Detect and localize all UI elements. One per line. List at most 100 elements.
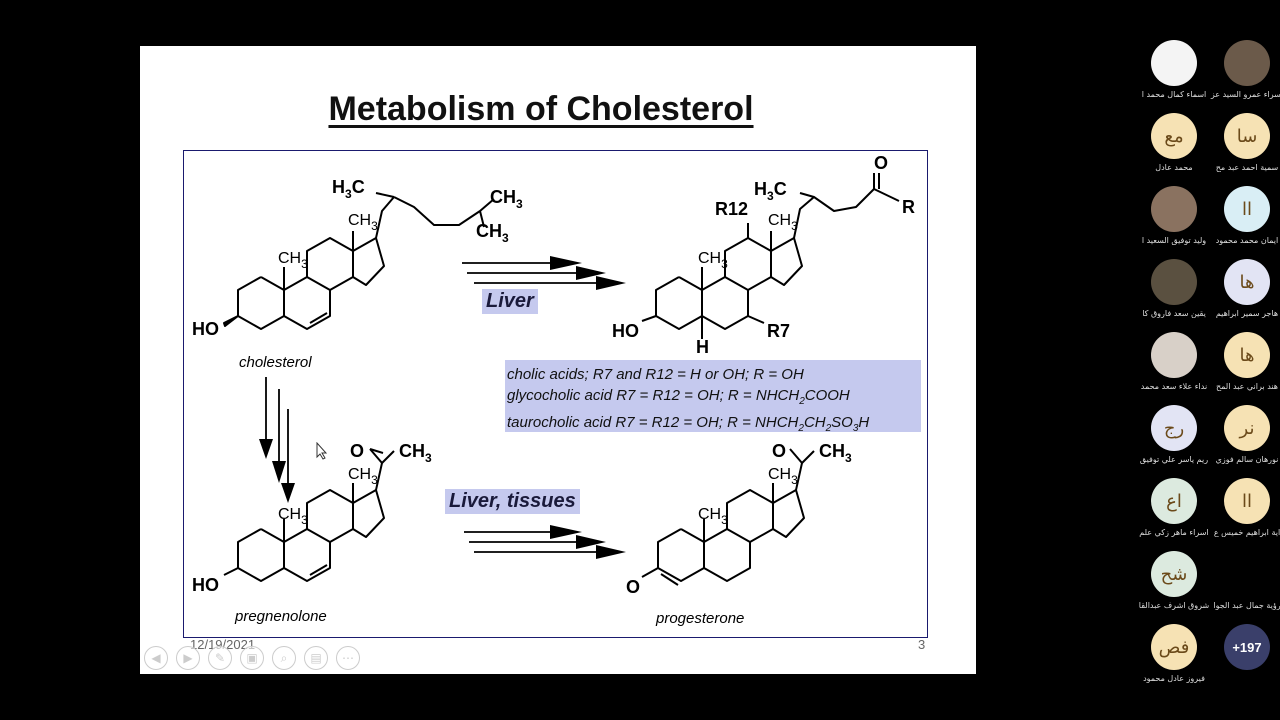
participant-name: سمية احمد عبد مح [1215, 163, 1279, 172]
participant-name: ريم ياسر علي توفيق [1139, 455, 1209, 464]
participant-tile[interactable]: فص فيروز عادل محمود [1137, 624, 1211, 696]
participant-name: وليد توفيق السعيد ا [1141, 236, 1207, 245]
progesterone-o-label: O [772, 441, 786, 461]
bile-acid-h-label: H [696, 337, 709, 357]
participant-tile[interactable]: اسماء كمال محمد ا [1137, 40, 1211, 112]
bile-acid-ch3-label: CH3 [768, 212, 798, 233]
cholesterol-ch3-label: CH3 [476, 221, 509, 245]
progesterone-ch3-label: CH3 [819, 441, 852, 465]
participant-tile[interactable]: رؤية جمال عبد الجوا [1210, 551, 1280, 623]
participant-name: اية ابراهيم خميس ع [1213, 528, 1280, 537]
slide-date: 12/19/2021 [190, 637, 256, 652]
avatar [1151, 186, 1197, 232]
participant-tile[interactable]: اا اية ابراهيم خميس ع [1210, 478, 1280, 550]
note-line: cholic acids; R7 and R12 = H or OH; R = … [507, 366, 804, 383]
diagram-frame: H3C CH3 CH3 CH3 CH3 HO cholesterol O R R… [183, 150, 928, 638]
participant-tile[interactable]: سا سمية احمد عبد مح [1210, 113, 1280, 185]
bile-acid-r-label: R [902, 197, 915, 217]
participant-name: فيروز عادل محمود [1143, 674, 1205, 683]
participant-name: هاجر سمير ابراهيم [1215, 309, 1279, 318]
progesterone-caption: progesterone [655, 610, 744, 627]
bile-acid-r12-label: R12 [715, 199, 748, 219]
cholesterol-ho-label: HO [192, 319, 219, 339]
avatar: اا [1224, 186, 1270, 232]
avatar [1151, 332, 1197, 378]
avatar [1151, 259, 1197, 305]
avatar: فص [1151, 624, 1197, 670]
participant-tile[interactable]: يقين سعد فاروق كا [1137, 259, 1211, 331]
pregnenolone-structure [223, 448, 395, 582]
participant-name: اسماء كمال محمد ا [1141, 90, 1207, 99]
cholesterol-h3c-label: H3C [332, 177, 365, 201]
slide-controls: ◀ ▶ ✎ ▣ ⌕ ▤ ⋯ [144, 646, 360, 670]
participant-tile[interactable]: اع اسراء ماهر زكي علم [1137, 478, 1211, 550]
more-options-icon[interactable]: ⋯ [336, 646, 360, 670]
avatar: مع [1151, 113, 1197, 159]
note-line: taurocholic acid R7 = R12 = OH; R = NHCH… [507, 414, 870, 434]
participant-tile[interactable]: اسراء عمرو السيد عز [1210, 40, 1280, 112]
pen-icon[interactable]: ✎ [208, 646, 232, 670]
cholesterol-structure [223, 192, 495, 330]
presentation-slide: Metabolism of Cholesterol [140, 46, 976, 674]
participant-tile[interactable]: ها هاجر سمير ابراهيم [1210, 259, 1280, 331]
bile-acid-r7-label: R7 [767, 321, 790, 341]
bile-acid-o-label: O [874, 153, 888, 173]
arrows [265, 262, 599, 553]
cholesterol-ch3-label: CH3 [278, 250, 308, 271]
slides-icon[interactable]: ▣ [240, 646, 264, 670]
participant-name: رؤية جمال عبد الجوا [1213, 601, 1280, 610]
avatar: سا [1224, 113, 1270, 159]
liver-label: Liver [482, 289, 538, 314]
avatar: رج [1151, 405, 1197, 451]
progesterone-ch3-label: CH3 [698, 506, 728, 527]
bile-acid-h3c-label: H3C [754, 179, 787, 203]
previous-slide-icon[interactable]: ◀ [144, 646, 168, 670]
cholesterol-ch3-label: CH3 [490, 187, 523, 211]
avatar [1224, 40, 1270, 86]
cholesterol-caption: cholesterol [239, 354, 312, 371]
participant-tile[interactable]: شح شروق اشرف عبدالقا [1137, 551, 1211, 623]
participant-name: يقين سعد فاروق كا [1142, 309, 1206, 318]
pregnenolone-ch3-label: CH3 [399, 441, 432, 465]
subtitle-icon[interactable]: ▤ [304, 646, 328, 670]
bile-acid-notes: cholic acids; R7 and R12 = H or OH; R = … [505, 360, 921, 434]
avatar: اع [1151, 478, 1197, 524]
reaction-diagram: H3C CH3 CH3 CH3 CH3 HO cholesterol O R R… [192, 153, 915, 627]
zoom-icon[interactable]: ⌕ [272, 646, 296, 670]
participant-name: شروق اشرف عبدالقا [1138, 601, 1210, 610]
participant-tile[interactable]: مع محمد عادل [1137, 113, 1211, 185]
progesterone-o-label: O [626, 577, 640, 597]
avatar: ها [1224, 332, 1270, 378]
mouse-cursor-icon [316, 442, 328, 460]
slide-title: Metabolism of Cholesterol [328, 90, 754, 128]
next-slide-icon[interactable]: ▶ [176, 646, 200, 670]
bile-acid-ch3-label: CH3 [698, 250, 728, 271]
participant-tile[interactable]: نداء علاء سعد محمد [1137, 332, 1211, 404]
pregnenolone-ch3-label: CH3 [278, 506, 308, 527]
pregnenolone-ch3-label: CH3 [348, 466, 378, 487]
note-line: glycocholic acid R7 = R12 = OH; R = NHCH… [507, 387, 850, 407]
participant-tile[interactable]: رج ريم ياسر علي توفيق [1137, 405, 1211, 477]
cholesterol-ch3-label: CH3 [348, 212, 378, 233]
pregnenolone-o-label: O [350, 441, 364, 461]
participant-name: اسراء عمرو السيد عز [1210, 90, 1280, 99]
participant-name: هند براني عبد المح [1215, 382, 1279, 391]
avatar: ها [1224, 259, 1270, 305]
avatar: شح [1151, 551, 1197, 597]
participant-tile[interactable]: +197 [1210, 624, 1280, 696]
progesterone-ch3-label: CH3 [768, 466, 798, 487]
participant-name: محمد عادل [1155, 163, 1193, 172]
avatar [1151, 40, 1197, 86]
avatar: نر [1224, 405, 1270, 451]
avatar: اا [1224, 478, 1270, 524]
bile-acid-ho-label: HO [612, 321, 639, 341]
slide-page-number: 3 [918, 637, 926, 652]
participant-name: اسراء ماهر زكي علم [1139, 528, 1209, 537]
pregnenolone-ho-label: HO [192, 575, 219, 595]
more-participants-button[interactable]: +197 [1224, 624, 1270, 670]
participant-tile[interactable]: وليد توفيق السعيد ا [1137, 186, 1211, 258]
participant-tile[interactable]: ها هند براني عبد المح [1210, 332, 1280, 404]
